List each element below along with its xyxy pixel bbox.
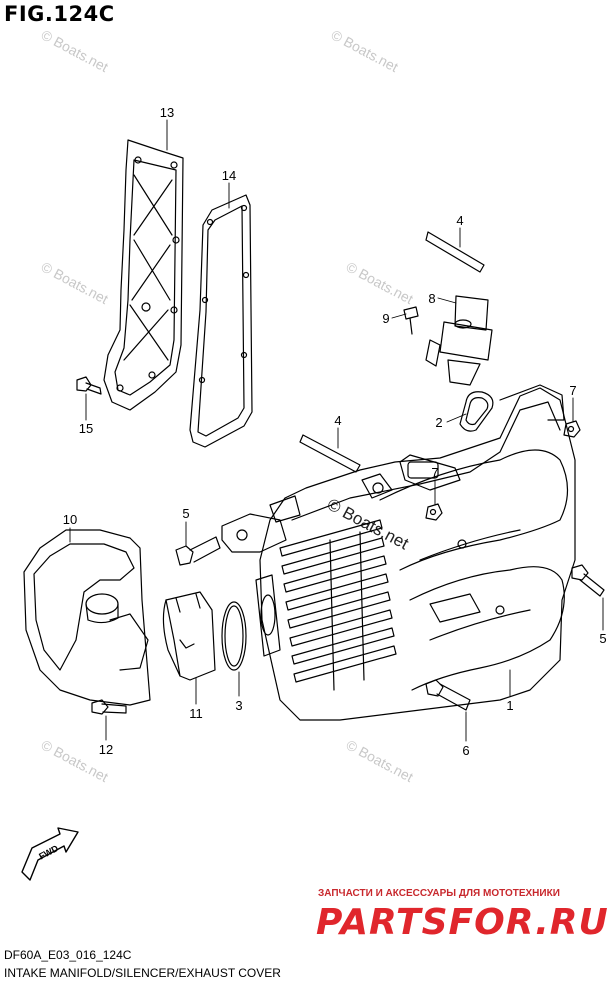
watermark: © Boats.net bbox=[329, 27, 401, 76]
figure-title: FIG.124C bbox=[4, 2, 115, 26]
callout-8: 8 bbox=[428, 291, 435, 306]
bolt-part-12 bbox=[91, 699, 127, 715]
nut-part-7-right bbox=[563, 420, 581, 438]
o-ring-part-2 bbox=[459, 391, 494, 432]
watermark-center: © Boats.net bbox=[324, 495, 412, 554]
exhaust-cover-part-13 bbox=[103, 139, 184, 411]
callout-layer: 13 14 15 4 8 9 7 2 4 7 10 5 5 11 3 1 12 … bbox=[63, 105, 607, 758]
ad-tagline: ЗАПЧАСТИ И АКСЕССУАРЫ ДЛЯ МОТОТЕХНИКИ bbox=[318, 888, 560, 899]
fwd-arrow-icon: FWD bbox=[21, 827, 79, 881]
callout-13: 13 bbox=[160, 105, 174, 120]
callout-4-upper: 4 bbox=[456, 213, 463, 228]
nut-part-7-center bbox=[425, 503, 443, 521]
intake-manifold-part-1 bbox=[221, 384, 576, 721]
stud-part-4-upper bbox=[425, 231, 485, 273]
ad-brand-logo: PARTSFOR.RU bbox=[316, 902, 609, 943]
callout-4-lower: 4 bbox=[334, 413, 341, 428]
callout-1: 1 bbox=[506, 698, 513, 713]
silencer-part-10 bbox=[23, 529, 151, 706]
leader-lines bbox=[69, 119, 604, 742]
clamp-part-11 bbox=[162, 591, 216, 681]
sensor-part-8 bbox=[425, 295, 493, 386]
watermark: © Boats.net bbox=[39, 259, 111, 308]
callout-14: 14 bbox=[222, 168, 236, 183]
bolt-part-5-right bbox=[571, 564, 605, 597]
bolt-part-6 bbox=[425, 679, 471, 711]
callout-11: 11 bbox=[189, 706, 203, 721]
watermark: © Boats.net bbox=[344, 259, 416, 308]
figure-code: DF60A_E03_016_124C bbox=[4, 948, 132, 962]
callout-15: 15 bbox=[79, 421, 93, 436]
callout-2: 2 bbox=[435, 415, 442, 430]
bolt-part-5-left bbox=[175, 536, 221, 566]
callout-12: 12 bbox=[99, 742, 113, 757]
figure-caption: INTAKE MANIFOLD/SILENCER/EXHAUST COVER bbox=[4, 966, 281, 980]
callout-3: 3 bbox=[235, 698, 242, 713]
o-ring-part-3 bbox=[221, 601, 247, 671]
bolt-part-15 bbox=[76, 376, 102, 395]
screw-part-9 bbox=[403, 306, 419, 335]
callout-10: 10 bbox=[63, 512, 77, 527]
callout-7-right: 7 bbox=[569, 383, 576, 398]
callout-5-right: 5 bbox=[599, 631, 606, 646]
watermark-layer: © Boats.net © Boats.net © Boats.net © Bo… bbox=[39, 27, 416, 786]
gasket-part-14 bbox=[189, 194, 253, 448]
callout-6: 6 bbox=[462, 743, 469, 758]
callout-5-left: 5 bbox=[182, 506, 189, 521]
stud-part-4-lower bbox=[299, 434, 361, 473]
callout-7-center: 7 bbox=[431, 465, 438, 480]
watermark: © Boats.net bbox=[39, 27, 111, 76]
callout-9: 9 bbox=[382, 311, 389, 326]
watermark: © Boats.net bbox=[344, 737, 416, 786]
